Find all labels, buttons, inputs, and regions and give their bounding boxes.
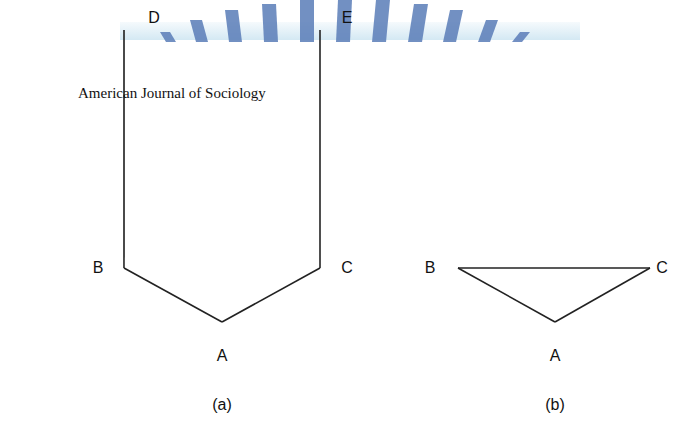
graph-vertex: C [320,257,355,279]
graph-vertex: A [548,322,563,367]
graph-vertex: B [423,257,458,279]
vertex-letter: B [425,259,436,277]
journal-title: American Journal of Sociology [78,84,266,102]
graph-edge [123,30,125,268]
watermark-logo [0,0,677,60]
graph-edge [555,268,650,322]
graph-vertex: B [91,257,124,279]
panel-label: (a) [212,396,232,414]
vertex-letter: A [217,347,228,365]
graph-vertex: C [650,257,670,279]
vertex-letter: D [148,9,160,27]
vertex-letter: C [341,259,353,277]
graph-edge [222,268,320,322]
vertex-letter: B [93,259,104,277]
graph-edge [124,268,222,322]
vertex-letter: C [656,259,668,277]
graph-edge [319,30,321,268]
panel-label: (b) [545,396,565,414]
graph-edge [458,267,650,269]
vertex-letter: A [550,347,561,365]
graph-edge [458,268,555,322]
graph-vertex: E [320,7,354,32]
graph-vertex: A [215,322,230,367]
graph-vertex: D [124,7,162,32]
vertex-letter: E [342,9,353,27]
